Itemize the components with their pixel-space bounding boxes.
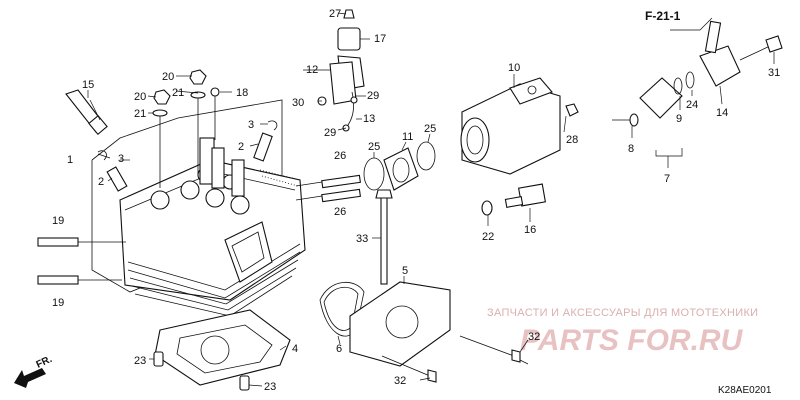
callout-2-lower: 2 (98, 176, 104, 188)
leader-lines (89, 12, 775, 381)
spark-plug (65, 89, 108, 135)
callout-8: 8 (628, 143, 634, 155)
callout-2-upper: 2 (238, 141, 244, 153)
washer-22 (481, 200, 493, 216)
callout-31: 31 (768, 67, 780, 79)
callout-22: 22 (482, 231, 494, 243)
callout-16: 16 (524, 224, 536, 236)
callout-18: 18 (236, 87, 248, 99)
temperature-sensor (504, 183, 547, 222)
studs-26 (295, 174, 361, 203)
callout-19-lower: 19 (52, 297, 64, 309)
head-nuts (152, 69, 220, 188)
head-gasket (154, 309, 291, 386)
callout-29-lower: 29 (324, 127, 336, 139)
callout-9: 9 (676, 113, 682, 125)
callout-32-right: 32 (528, 331, 540, 343)
callout-11: 11 (402, 131, 413, 143)
callout-19-upper: 19 (52, 215, 64, 227)
cover-assembly (319, 276, 451, 367)
callout-6: 6 (336, 343, 342, 355)
callout-21-upper: 21 (172, 87, 184, 99)
callout-25-left: 25 (368, 141, 380, 153)
stud-bolts (37, 237, 126, 285)
callout-3-lower: 3 (118, 153, 124, 165)
long-bolt (372, 189, 393, 285)
callout-33: 33 (356, 233, 368, 245)
callout-1: 1 (67, 154, 73, 166)
callout-5: 5 (402, 265, 408, 277)
callout-24: 24 (686, 99, 698, 111)
callout-15: 15 (82, 79, 94, 91)
callout-32-bottom: 32 (394, 375, 406, 387)
watermark-logo: PARTS FOR.RU (520, 324, 744, 357)
callout-29-upper: 29 (367, 90, 379, 102)
callout-20-lower: 20 (134, 91, 146, 103)
callout-21-lower: 21 (134, 108, 146, 120)
watermark: ЗАПЧАСТИ И АКСЕССУАРЫ ДЛЯ МОТОТЕХНИКИ PA… (487, 307, 758, 357)
diagram-code: K28AE0201 (718, 385, 772, 396)
callout-25-right: 25 (424, 123, 436, 135)
injector-group (629, 17, 783, 168)
callout-26-lower: 26 (334, 206, 346, 218)
callout-28: 28 (566, 134, 578, 146)
callout-30: 30 (292, 97, 304, 109)
callout-23-right: 23 (264, 381, 276, 393)
callout-14: 14 (716, 107, 728, 119)
insulator-gaskets (363, 141, 436, 191)
callout-20-upper: 20 (162, 71, 174, 83)
intake-pipe (460, 74, 561, 175)
callout-12: 12 (306, 64, 318, 76)
callouts: 27 17 12 29 30 13 29 20 20 21 21 18 15 3… (52, 8, 780, 393)
callout-4: 4 (292, 343, 298, 355)
callout-7: 7 (664, 173, 670, 185)
callout-23-left: 23 (134, 355, 146, 367)
cover-bolts (381, 335, 521, 383)
watermark-caption: ЗАПЧАСТИ И АКСЕССУАРЫ ДЛЯ МОТОТЕХНИКИ (487, 307, 758, 319)
callout-10: 10 (508, 62, 520, 74)
cylinder-head (91, 99, 306, 317)
callout-26-upper: 26 (334, 150, 346, 162)
front-label: FR. (35, 354, 54, 371)
valve-guides (97, 120, 278, 192)
front-arrow: FR. (14, 354, 54, 388)
breather-assembly (317, 9, 365, 132)
callout-13: 13 (363, 113, 375, 125)
callout-27: 27 (329, 8, 341, 20)
callout-3-upper: 3 (248, 119, 254, 131)
dowel-pins (149, 351, 263, 391)
callout-17: 17 (374, 33, 386, 45)
bolt-28 (565, 103, 579, 117)
reference-label: F-21-1 (645, 9, 681, 23)
